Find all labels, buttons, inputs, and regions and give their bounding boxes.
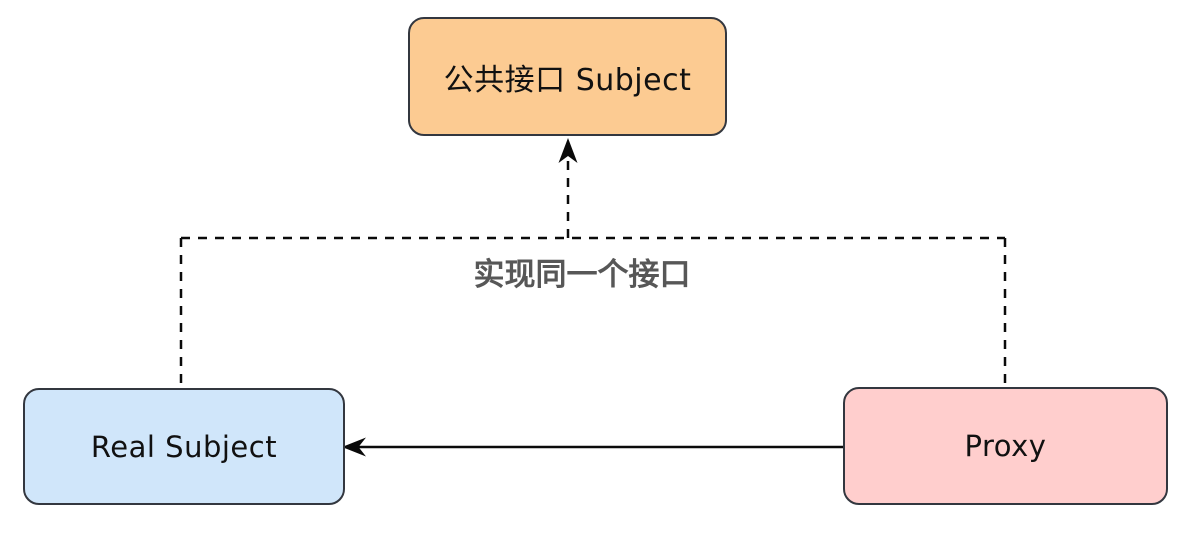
node-proxy: Proxy	[843, 387, 1168, 505]
implements-same-interface-label: 实现同一个接口	[473, 257, 691, 293]
left-arrowhead-icon	[342, 437, 366, 457]
up-arrowhead-icon	[558, 138, 578, 163]
node-real-subject-label: Real Subject	[90, 429, 278, 464]
node-real-subject: Real Subject	[23, 388, 345, 505]
node-subject-label: 公共接口 Subject	[443, 62, 692, 98]
node-subject: 公共接口 Subject	[408, 17, 727, 136]
node-proxy-label: Proxy	[964, 429, 1047, 463]
